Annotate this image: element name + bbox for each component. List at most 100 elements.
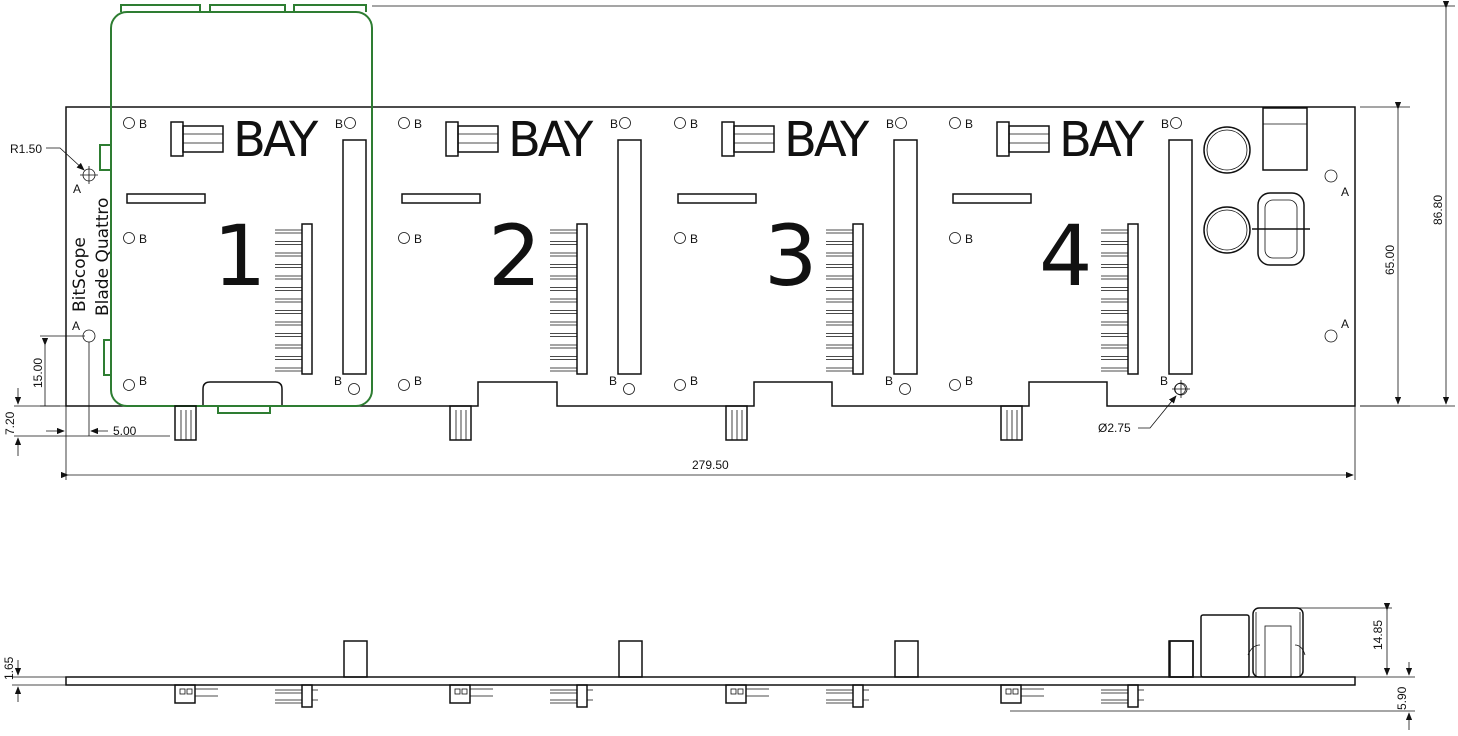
mount-hole-b: B [398, 232, 422, 246]
capacitor-1 [1203, 126, 1251, 174]
blade-outline [99, 4, 373, 414]
mount-hole-b: B [609, 374, 635, 395]
mount-hole-a-bottom: A [72, 319, 96, 343]
edge-connector [1168, 139, 1193, 375]
svg-text:5.00: 5.00 [113, 424, 137, 438]
side-connector-bottom [725, 684, 769, 704]
svg-text:R1.50: R1.50 [10, 142, 42, 156]
mount-hole-b: B [674, 232, 698, 246]
edge-connector [617, 139, 642, 375]
svg-text:B: B [335, 117, 343, 131]
mount-hole-b: B [674, 117, 698, 131]
svg-text:B: B [414, 232, 422, 246]
mount-hole-a-top: A [73, 166, 98, 196]
bottom-connector [449, 405, 472, 441]
bay-connector-icon [996, 121, 1050, 157]
bay-number: 2 [488, 207, 541, 305]
brand-line-2: Blade Quattro [93, 198, 113, 316]
svg-text:14.85: 14.85 [1371, 620, 1385, 650]
svg-text:1.65: 1.65 [2, 656, 16, 680]
svg-text:A: A [1341, 185, 1349, 199]
bottom-connector [1000, 405, 1023, 441]
svg-text:A: A [73, 182, 81, 196]
pin-header [1101, 223, 1139, 375]
side-header [826, 684, 869, 708]
svg-text:B: B [690, 232, 698, 246]
slot [677, 193, 757, 204]
svg-text:B: B [1161, 117, 1169, 131]
mount-hole-a-right-top: A [1324, 169, 1349, 199]
svg-text:5.90: 5.90 [1395, 686, 1409, 710]
mount-hole-b: B [398, 117, 422, 131]
mount-hole-b: B [123, 232, 147, 246]
svg-text:A: A [72, 319, 80, 333]
svg-text:B: B [139, 374, 147, 388]
side-bay-3 [725, 640, 919, 708]
bay-label: BAY [1059, 112, 1145, 168]
side-header [275, 684, 318, 708]
dim-component-height: 14.85 [1260, 602, 1415, 678]
dim-connector-protrusion: 7.20 [3, 388, 170, 456]
bottom-connector [174, 405, 197, 441]
dimensioned-hole [1172, 380, 1190, 398]
side-header [1101, 684, 1144, 708]
dim-hole-diameter: Ø2.75 [1098, 395, 1177, 435]
board-outline [65, 106, 1356, 407]
side-connector-bottom [174, 684, 218, 704]
svg-text:7.20: 7.20 [3, 411, 17, 435]
side-connector-top [618, 640, 643, 678]
side-right-components [1168, 607, 1306, 678]
edge-connector [893, 139, 918, 375]
mount-hole-b: B [334, 374, 360, 395]
svg-text:15.00: 15.00 [31, 358, 45, 388]
svg-text:B: B [414, 117, 422, 131]
svg-text:B: B [414, 374, 422, 388]
svg-text:B: B [886, 117, 894, 131]
svg-text:B: B [690, 374, 698, 388]
mount-hole-b: B [886, 117, 907, 131]
side-header [550, 684, 593, 708]
svg-text:B: B [965, 232, 973, 246]
side-bay-1 [174, 640, 368, 708]
side-connector-top [1169, 640, 1194, 678]
toroid-inductor [1252, 192, 1310, 266]
slot [952, 193, 1032, 204]
slot [401, 193, 481, 204]
svg-text:B: B [334, 374, 342, 388]
mount-hole-b: B [949, 374, 973, 391]
svg-text:B: B [609, 374, 617, 388]
mount-hole-b: B [610, 117, 631, 131]
mount-hole-b: B [949, 232, 973, 246]
dim-underside-depth: 5.90 [1010, 662, 1415, 730]
dim-board-height: 65.00 [1360, 101, 1410, 407]
pin-header [275, 223, 313, 375]
side-connector-top [343, 640, 368, 678]
brand-line-1: BitScope [70, 237, 90, 312]
bay-label: BAY [508, 112, 594, 168]
svg-text:B: B [690, 117, 698, 131]
capacitor-2 [1203, 206, 1251, 254]
mount-hole-b: B [674, 374, 698, 391]
svg-text:B: B [965, 374, 973, 388]
dim-board-thickness: 1.65 [2, 656, 66, 702]
bay-2: B B B B B BAY 2 [398, 112, 642, 441]
side-connector-top [894, 640, 919, 678]
pin-header [550, 223, 588, 375]
svg-text:Ø2.75: Ø2.75 [1098, 421, 1131, 435]
bay-number: 1 [213, 207, 266, 305]
dim-radius: R1.50 [10, 142, 85, 171]
edge-connector [342, 139, 367, 375]
power-jack [1262, 107, 1308, 171]
bay-number: 3 [764, 207, 817, 305]
dim-hole-offset-x: 5.00 [46, 342, 137, 480]
svg-text:B: B [885, 374, 893, 388]
dim-hole-offset-y: 15.00 [31, 335, 85, 407]
side-board [65, 676, 1356, 686]
slot [126, 193, 206, 204]
bay-connector-icon [445, 121, 499, 157]
bay-number: 4 [1039, 207, 1092, 305]
bay-label: BAY [233, 112, 319, 168]
